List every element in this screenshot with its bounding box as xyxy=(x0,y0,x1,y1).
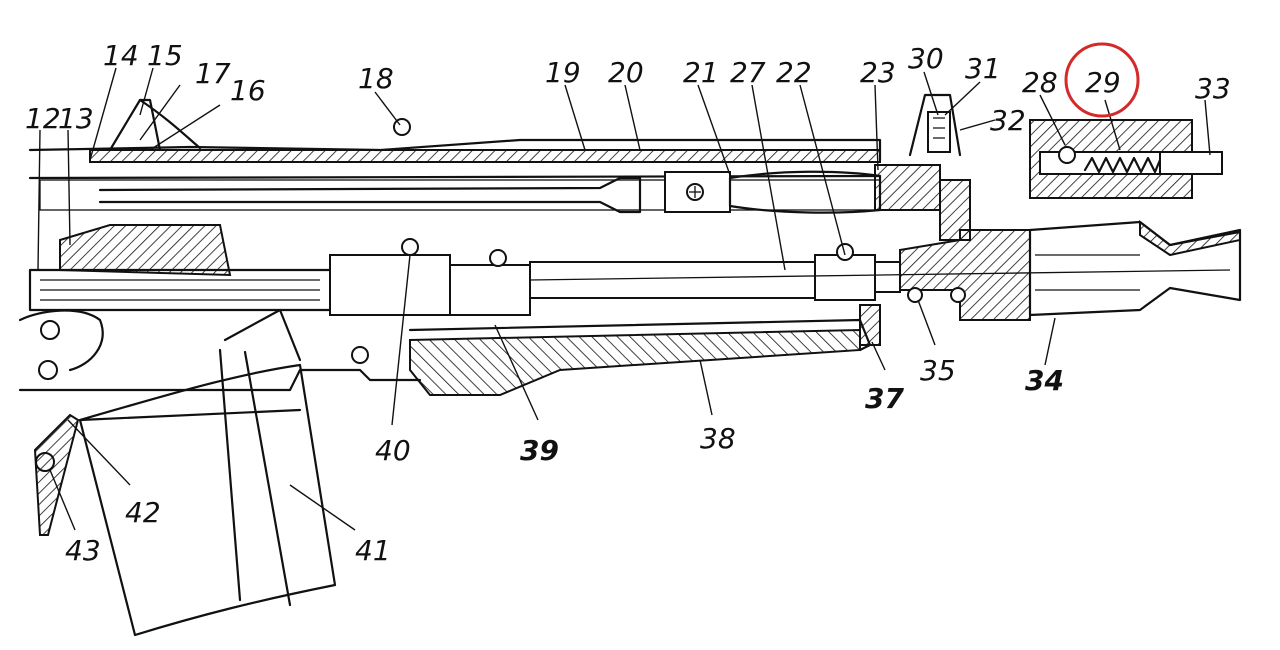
callout-31: 31 xyxy=(965,52,1001,85)
callout-38: 38 xyxy=(700,422,736,455)
callout-21: 21 xyxy=(683,56,719,89)
callout-42: 42 xyxy=(125,496,161,529)
callout-30: 30 xyxy=(908,42,944,75)
callout-29: 29 xyxy=(1085,66,1121,99)
callout-40: 40 xyxy=(375,434,411,467)
inset-spring-detail xyxy=(1029,119,1223,199)
callout-27: 27 xyxy=(730,56,766,89)
callout-labels: 12 13 14 15 17 16 18 19 20 21 27 22 23 3… xyxy=(25,39,1231,567)
callout-14: 14 xyxy=(103,39,139,72)
callout-23: 23 xyxy=(860,56,896,89)
leader-lines xyxy=(37,67,1211,531)
callout-12: 12 xyxy=(25,102,61,135)
callout-28: 28 xyxy=(1022,66,1058,99)
callout-17: 17 xyxy=(195,57,231,90)
callout-35: 35 xyxy=(920,354,956,387)
callout-18: 18 xyxy=(358,62,394,95)
callout-20: 20 xyxy=(608,56,644,89)
callout-19: 19 xyxy=(545,56,581,89)
callout-41: 41 xyxy=(355,534,391,567)
receiver-body xyxy=(18,93,1242,637)
callout-16: 16 xyxy=(230,74,266,107)
callout-33: 33 xyxy=(1195,72,1231,105)
highlight-circle xyxy=(1064,42,1140,118)
callout-37: 37 xyxy=(865,382,904,415)
callout-34: 34 xyxy=(1025,364,1064,397)
callout-32: 32 xyxy=(990,104,1026,137)
callout-43: 43 xyxy=(65,534,101,567)
callout-15: 15 xyxy=(147,39,183,72)
callout-13: 13 xyxy=(58,102,94,135)
callout-39: 39 xyxy=(520,434,559,467)
callout-22: 22 xyxy=(776,56,812,89)
